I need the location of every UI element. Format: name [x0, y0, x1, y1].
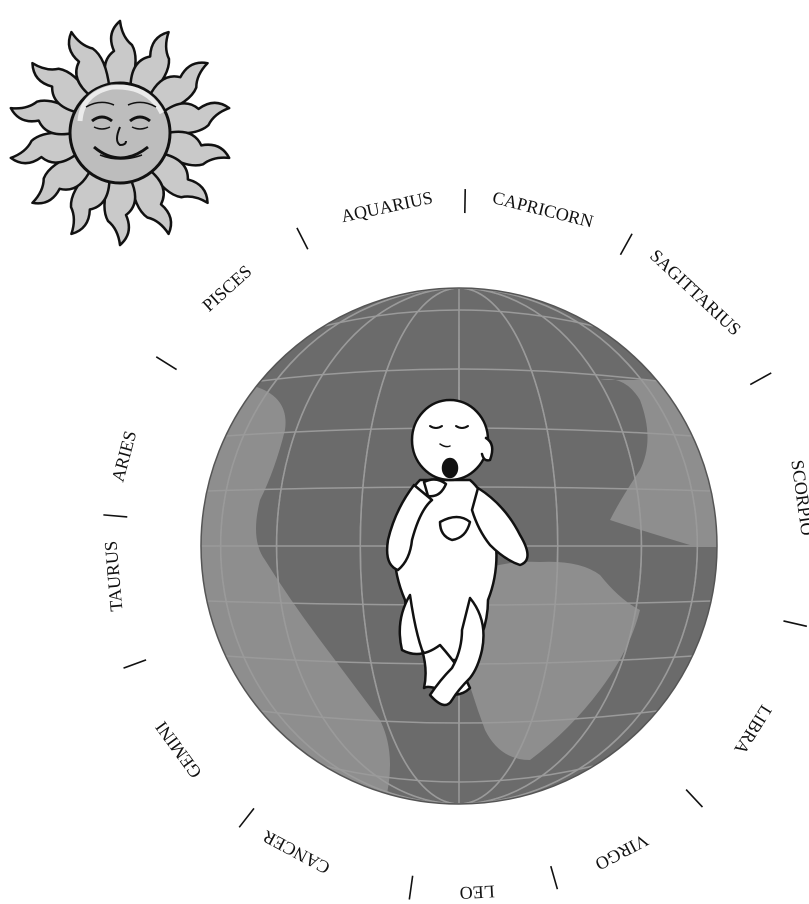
zodiac-label-aries: ARIES — [108, 429, 141, 484]
zodiac-divider — [750, 373, 771, 385]
zodiac-label-gemini: GEMINI — [151, 718, 205, 782]
zodiac-label-scorpio: SCORPIO — [787, 459, 809, 537]
zodiac-label-aquarius: AQUARIUS — [339, 187, 434, 226]
zodiac-label-pisces: PISCES — [198, 261, 255, 315]
zodiac-divider — [239, 808, 254, 827]
smiling-sun-icon — [7, 21, 232, 245]
zodiac-divider — [103, 515, 127, 517]
zodiac-label-cancer: CANCER — [259, 826, 333, 878]
zodiac-divider — [551, 866, 558, 889]
zodiac-label-taurus: TAURUS — [100, 540, 126, 612]
zodiac-divider — [409, 876, 412, 900]
zodiac-label-capricorn: CAPRICORN — [491, 187, 596, 231]
zodiac-divider — [156, 357, 176, 370]
zodiac-divider — [297, 228, 308, 249]
zodiac-label-libra: LIBRA — [730, 702, 776, 758]
zodiac-label-virgo: VIRGO — [592, 830, 652, 874]
baby-mouth — [443, 459, 457, 477]
zodiac-divider — [783, 621, 806, 626]
zodiac-divider — [686, 790, 702, 808]
zodiac-label-sagittarius: SAGITTARIUS — [646, 245, 745, 339]
zodiac-divider — [620, 234, 632, 255]
zodiac-divider — [124, 660, 147, 668]
zodiac-label-leo: LEO — [459, 881, 495, 903]
